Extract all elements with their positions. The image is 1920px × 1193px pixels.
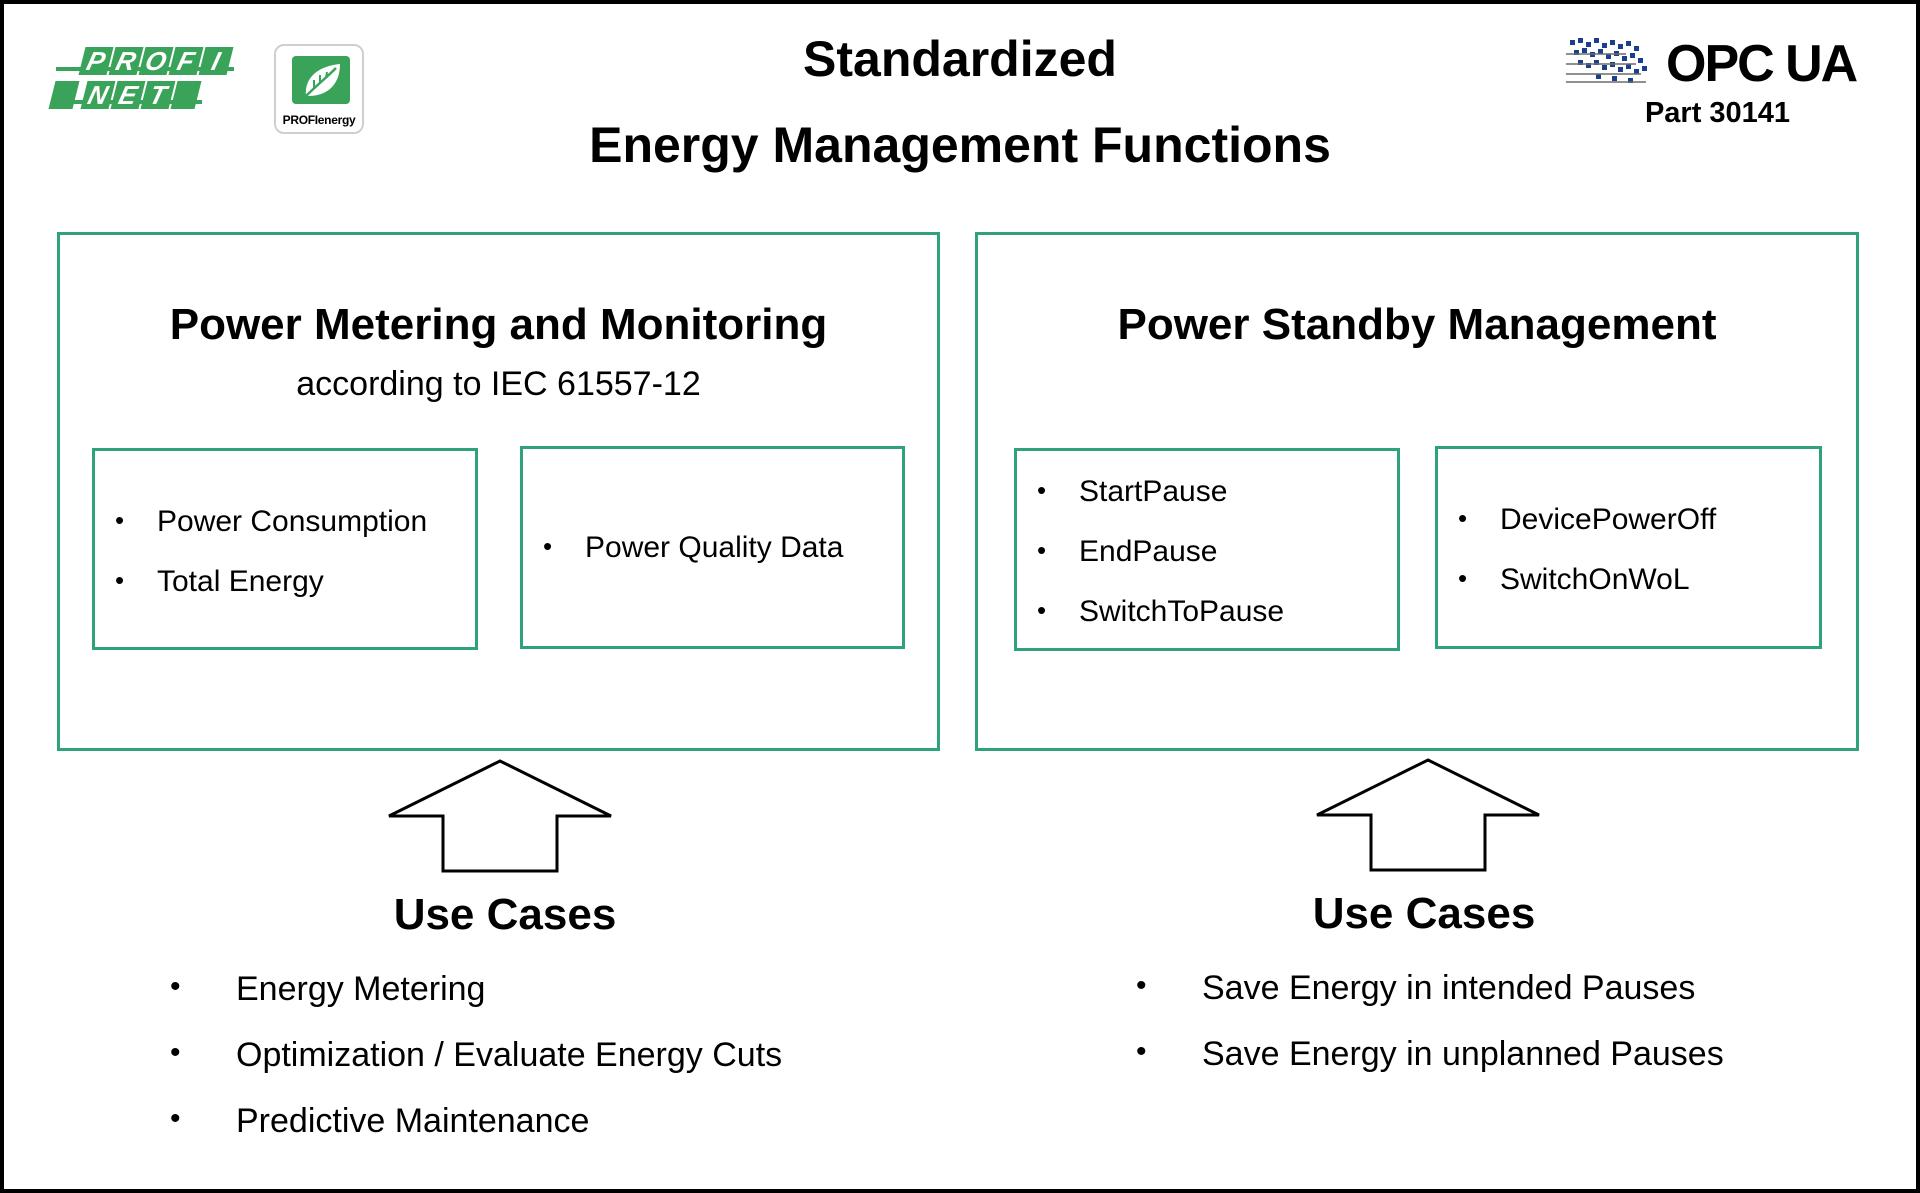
list-item-label: Save Energy in intended Pauses bbox=[1202, 969, 1696, 1007]
list-item: • Power Quality Data bbox=[543, 533, 843, 563]
bullet-icon: • bbox=[1136, 969, 1147, 1002]
consumption-list: • Power Consumption • Total Energy bbox=[115, 507, 427, 627]
profinet-letter: E bbox=[110, 80, 146, 110]
list-item: • Save Energy in unplanned Pauses bbox=[1136, 1037, 1724, 1103]
pause-list: • StartPause • EndPause • SwitchToPause bbox=[1037, 477, 1284, 657]
bullet-icon: • bbox=[1458, 503, 1468, 533]
profinet-letter-blank bbox=[48, 81, 80, 109]
list-item: • Energy Metering bbox=[170, 972, 782, 1038]
pause-box: • StartPause • EndPause • SwitchToPause bbox=[1014, 448, 1400, 651]
list-item-label: Optimization / Evaluate Energy Cuts bbox=[236, 1036, 783, 1074]
bullet-icon: • bbox=[170, 970, 181, 1003]
quality-list: • Power Quality Data bbox=[543, 533, 843, 563]
bullet-icon: • bbox=[115, 565, 125, 595]
use-cases-title: Use Cases bbox=[393, 890, 617, 939]
bullet-icon: • bbox=[543, 531, 553, 561]
list-item: • Total Energy bbox=[115, 567, 427, 627]
proflenergy-label: PROFIenergy bbox=[282, 113, 356, 127]
list-item: • Power Consumption bbox=[115, 507, 427, 567]
leaf-icon-background bbox=[292, 56, 350, 104]
poweroff-list: • DevicePowerOff • SwitchOnWoL bbox=[1458, 505, 1716, 625]
list-item: • Save Energy in intended Pauses bbox=[1136, 971, 1724, 1037]
opc-pixel-icon bbox=[1566, 38, 1647, 83]
list-item: • SwitchToPause bbox=[1037, 597, 1284, 657]
leaf-icon bbox=[305, 64, 340, 97]
use-cases-list: • Save Energy in intended Pauses • Save En… bbox=[1136, 971, 1724, 1103]
list-item-label: Total Energy bbox=[157, 565, 324, 598]
bullet-icon: • bbox=[1136, 1035, 1147, 1068]
opc-ua-logo: OPC UA bbox=[1566, 34, 1861, 94]
list-item-label: Power Quality Data bbox=[585, 531, 844, 564]
list-item-label: StartPause bbox=[1079, 475, 1228, 508]
list-item: • Optimization / Evaluate Energy Cuts bbox=[170, 1038, 782, 1104]
up-arrow-icon bbox=[1316, 758, 1540, 872]
page-title-line2: Energy Management Functions bbox=[589, 117, 1331, 173]
quality-box: • Power Quality Data bbox=[520, 446, 905, 649]
profinet-letter: T bbox=[140, 80, 176, 110]
list-item: • StartPause bbox=[1037, 477, 1284, 537]
bullet-icon: • bbox=[1458, 563, 1468, 593]
profinet-letter: N bbox=[80, 80, 116, 110]
power-metering-subtitle: according to IEC 61557-12 bbox=[296, 365, 701, 403]
page-title-line1: Standardized bbox=[803, 31, 1117, 87]
profinet-letter-blank bbox=[170, 81, 202, 109]
list-item: • DevicePowerOff bbox=[1458, 505, 1716, 565]
list-item: • SwitchOnWoL bbox=[1458, 565, 1716, 625]
use-cases-list: • Energy Metering • Optimization / Evaluat… bbox=[170, 972, 782, 1170]
list-item-label: DevicePowerOff bbox=[1500, 503, 1717, 536]
bullet-icon: • bbox=[1037, 475, 1047, 505]
power-metering-title: Power Metering and Monitoring bbox=[169, 300, 828, 349]
profinet-logo: P R O F I N E T bbox=[48, 46, 237, 122]
list-item-label: EndPause bbox=[1079, 535, 1218, 568]
opc-ua-wordmark: OPC UA bbox=[1666, 35, 1858, 93]
list-item-label: Predictive Maintenance bbox=[236, 1102, 590, 1140]
list-item-label: Save Energy in unplanned Pauses bbox=[1202, 1035, 1724, 1073]
use-cases-title: Use Cases bbox=[1312, 889, 1536, 938]
bullet-icon: • bbox=[1037, 595, 1047, 625]
standby-management-title: Power Standby Management bbox=[1117, 300, 1717, 349]
bullet-icon: • bbox=[170, 1036, 181, 1069]
list-item: • Predictive Maintenance bbox=[170, 1104, 782, 1170]
bullet-icon: • bbox=[115, 505, 125, 535]
list-item-label: Power Consumption bbox=[157, 505, 428, 538]
proflenergy-logo: PROFIenergy bbox=[274, 44, 364, 134]
opc-part-label: Part 30141 bbox=[1644, 97, 1791, 129]
list-item: • EndPause bbox=[1037, 537, 1284, 597]
up-arrow-icon bbox=[388, 759, 612, 873]
bullet-icon: • bbox=[1037, 535, 1047, 565]
list-item-label: SwitchOnWoL bbox=[1500, 563, 1690, 596]
poweroff-box: • DevicePowerOff • SwitchOnWoL bbox=[1435, 446, 1822, 649]
consumption-box: • Power Consumption • Total Energy bbox=[92, 448, 478, 650]
list-item-label: SwitchToPause bbox=[1079, 595, 1285, 628]
list-item-label: Energy Metering bbox=[236, 970, 486, 1008]
bullet-icon: • bbox=[170, 1102, 181, 1135]
